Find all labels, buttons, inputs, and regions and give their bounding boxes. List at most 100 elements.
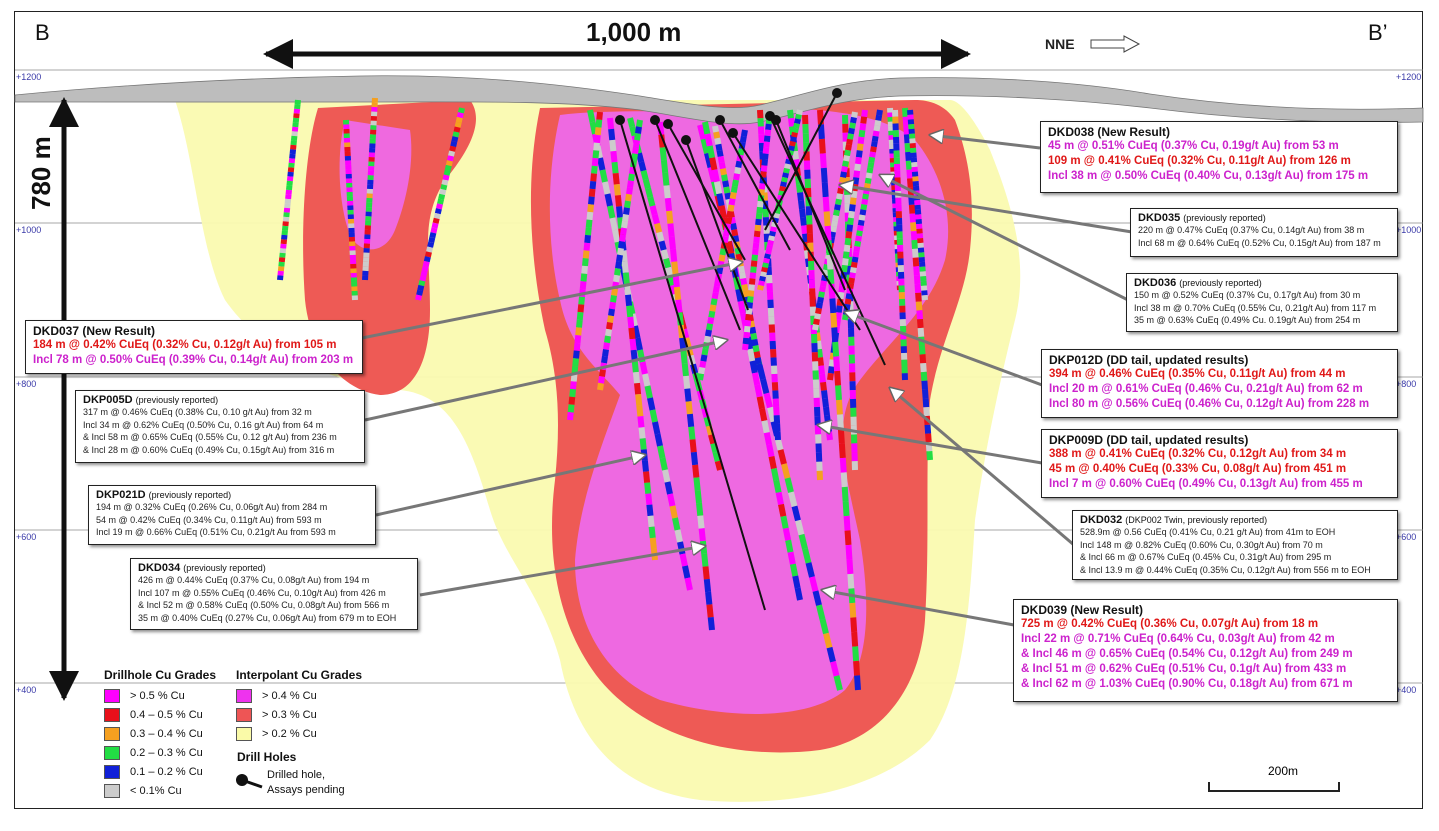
drillhole-segment xyxy=(657,445,666,459)
drillhole-segment xyxy=(420,270,428,277)
drillhole-segment xyxy=(747,290,755,297)
horizontal-scale-label: 1,000 m xyxy=(586,17,682,47)
drillhole-segment xyxy=(692,464,700,478)
drillhole-segment xyxy=(909,213,917,223)
drillhole-segment xyxy=(627,180,634,188)
drillhole-segment xyxy=(628,173,635,182)
drillhole-segment xyxy=(706,145,716,159)
drillhole-segment xyxy=(610,150,618,163)
drillhole-segment xyxy=(827,269,835,285)
drillhole-segment xyxy=(841,264,848,273)
callout-line: Incl 38 m @ 0.70% CuEq (0.55% Cu, 0.21g/… xyxy=(1134,302,1377,313)
drillhole-segment xyxy=(634,337,643,351)
drillhole-segment xyxy=(433,212,441,220)
drillhole-segment xyxy=(632,325,641,339)
drillhole-segment xyxy=(844,237,852,246)
drillhole-segment xyxy=(813,318,820,326)
legend-label: 0.4 – 0.5 % Cu xyxy=(130,708,203,721)
drillhole-segment xyxy=(865,172,873,179)
drillhole-segment xyxy=(908,204,916,214)
drillhole-segment xyxy=(419,275,427,282)
callout-dkp005d: DKP005D (previously reported) 317 m @ 0.… xyxy=(75,390,365,463)
drillhole-segment xyxy=(839,176,846,184)
drillhole-segment xyxy=(767,239,774,246)
drillhole-segment xyxy=(636,404,644,417)
drillhole-segment xyxy=(710,442,719,454)
drillhole-segment xyxy=(748,278,756,285)
drillhole-segment xyxy=(758,183,766,190)
drillhole-segment xyxy=(637,416,645,428)
drillhole-segment xyxy=(840,472,848,488)
drillhole-segment xyxy=(767,406,777,423)
drillhole-segment xyxy=(716,266,724,275)
drillhole-segment xyxy=(850,261,858,268)
callout-line: 35 m @ 0.63% CuEq (0.49% Cu. 0.19g/t Au)… xyxy=(1134,315,1361,325)
drillhole-segment xyxy=(633,139,640,148)
drillhole-segment xyxy=(701,407,710,418)
drillhole-segment xyxy=(853,246,861,253)
drillhole-segment xyxy=(819,373,826,383)
drillhole-segment xyxy=(605,328,612,337)
legend-drill-holes: Drill Holes Drilled hole, Assays pending xyxy=(237,750,345,798)
drillhole-segment xyxy=(749,360,758,374)
drillhole-segment xyxy=(753,351,761,359)
drillhole-segment xyxy=(816,604,826,621)
drillhole-segment xyxy=(702,121,711,135)
drillhole-segment xyxy=(591,157,599,167)
drillhole-segment xyxy=(718,254,726,262)
drillhole-segment xyxy=(847,573,855,589)
drillhole-segment xyxy=(814,313,821,320)
callout-line: Incl 22 m @ 0.71% CuEq (0.64% Cu, 0.03g/… xyxy=(1021,633,1335,645)
drillhole-segment xyxy=(748,284,755,291)
drillhole-segment xyxy=(731,179,739,187)
drillhole-segment xyxy=(805,562,815,578)
drillhole-segment xyxy=(748,320,756,328)
callout-title: DKD035 (previously reported) xyxy=(1138,212,1390,224)
drillhole-segment xyxy=(913,274,921,285)
drillhole-segment xyxy=(780,515,789,529)
drillhole-segment xyxy=(652,421,661,435)
drillhole-segment xyxy=(730,185,738,194)
drillhole-segment xyxy=(626,305,634,318)
drillhole-segment xyxy=(573,350,580,359)
drillhole-segment xyxy=(706,323,714,331)
drillhole-segment xyxy=(816,302,823,309)
drillhole-segment xyxy=(850,190,858,199)
drillhole-segment xyxy=(847,282,855,289)
drillhole-segment xyxy=(926,450,933,461)
drillhole-segment xyxy=(662,172,670,186)
drillhole-segment xyxy=(698,366,706,375)
drillhole-segment xyxy=(818,365,825,375)
legend-label: 0.3 – 0.4 % Cu xyxy=(130,727,203,740)
drillhole-segment xyxy=(784,477,794,493)
drillhole-segment xyxy=(787,109,794,119)
drillhole-segment xyxy=(850,617,858,633)
drillhole-segment xyxy=(859,123,867,131)
drillhole-segment xyxy=(679,553,688,567)
legend-label: > 0.2 % Cu xyxy=(262,727,317,740)
drillhole-segment xyxy=(724,192,732,200)
drillhole-segment xyxy=(819,153,827,169)
drillhole-segment xyxy=(658,240,667,251)
drillhole-segment xyxy=(802,548,812,564)
drillhole-segment xyxy=(580,273,588,282)
drillhole-segment xyxy=(683,337,692,348)
drillhole-segment xyxy=(609,139,617,152)
drillhole-segment xyxy=(744,319,752,327)
drillhole-segment xyxy=(749,326,757,334)
drillhole-segment xyxy=(624,200,631,209)
drillhole-segment xyxy=(762,147,770,154)
drillhole-segment xyxy=(604,335,611,344)
drillhole-segment xyxy=(834,370,842,386)
drillhole-segment xyxy=(457,107,465,114)
drillhole-segment xyxy=(822,196,830,212)
drillhole-segment xyxy=(750,266,757,273)
drillhole-segment xyxy=(703,578,712,593)
drillhole-segment xyxy=(775,491,784,505)
drillhole-segment xyxy=(707,316,715,325)
callout-dkd034: DKD034 (previously reported) 426 m @ 0.4… xyxy=(130,558,418,630)
drillhole-segment xyxy=(833,209,840,217)
drillhole-segment xyxy=(649,409,658,423)
drillhole-segment xyxy=(705,425,714,436)
drillhole-segment xyxy=(763,141,770,149)
